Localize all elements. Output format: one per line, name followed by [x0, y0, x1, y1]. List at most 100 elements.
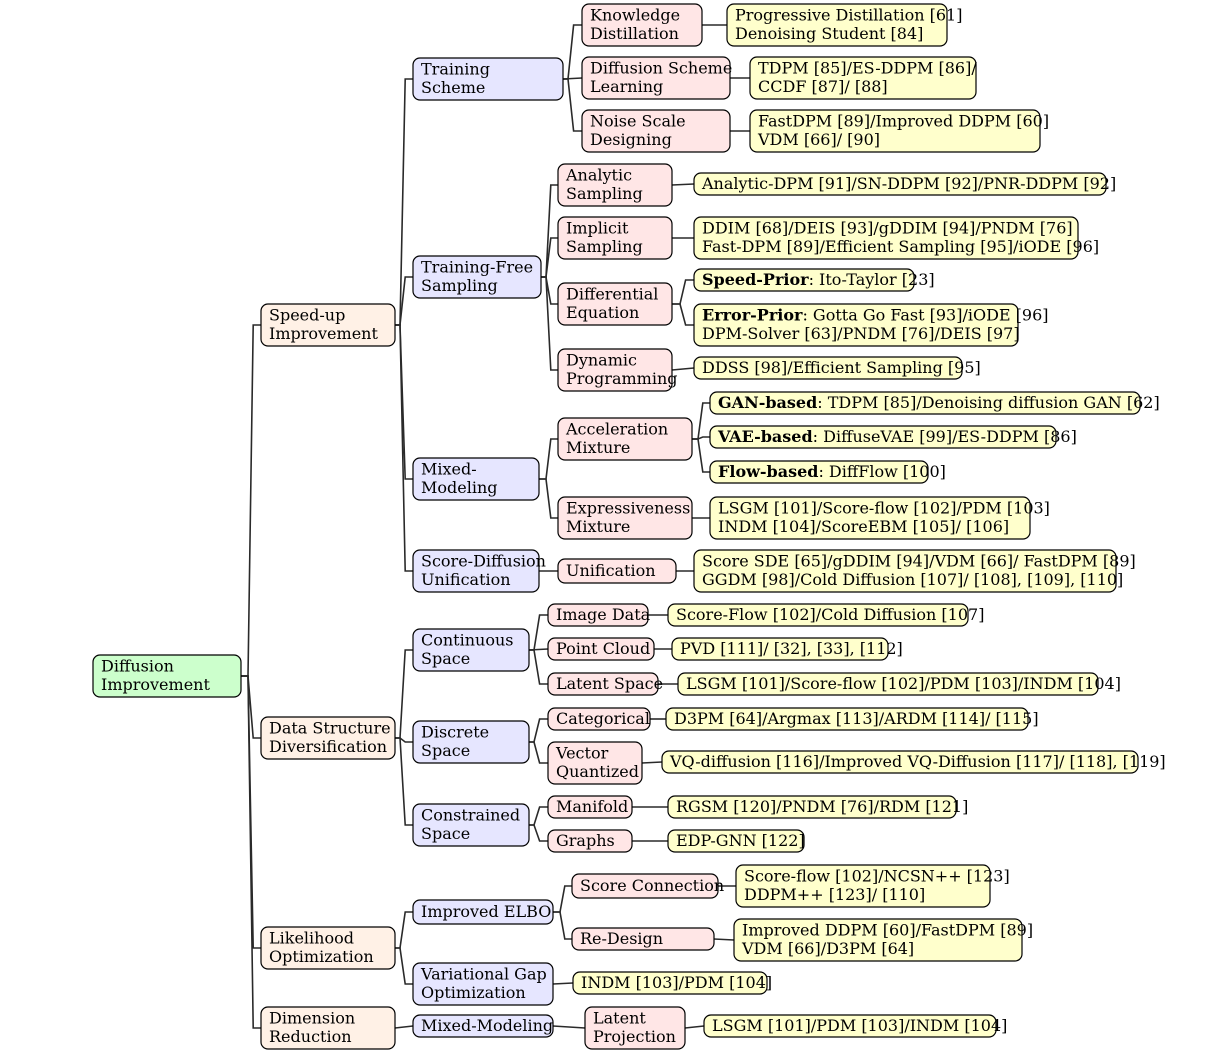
node-label-training-free-1: Sampling	[421, 276, 498, 295]
edge-speedup-to-mixed_modeling_a	[395, 324, 413, 480]
node-box-leaf-graphs	[667, 829, 805, 853]
node-label-constrained-space-1: Space	[421, 824, 470, 843]
node-box-diffusion-scheme	[581, 56, 731, 100]
node-box-datastruct	[260, 716, 396, 760]
node-leaf-redesign: Improved DDPM [60]/FastDPM [89]VDM [66]/…	[733, 918, 1033, 962]
node-box-leaf-latent	[677, 672, 1099, 696]
edge-training_scheme-to-knowledge_distillation	[563, 24, 582, 80]
node-improved-elbo: Improved ELBO	[412, 899, 554, 925]
node-leaf-latent-proj: LSGM [101]/PDM [103]/INDM [104]	[703, 1014, 1007, 1038]
edge-discrete_space-to-categorical	[529, 718, 548, 743]
node-label-speedup-0: Speed-up	[269, 306, 345, 325]
node-label-latent-projection-1: Projection	[593, 1027, 676, 1046]
edge-datastruct-to-continuous_space	[395, 649, 413, 739]
node-box-leaf-speed-prior	[693, 268, 915, 292]
node-box-vector-quantized	[547, 741, 643, 785]
node-leaf-nsd: FastDPM [89]/Improved DDPM [60]VDM [66]/…	[749, 109, 1049, 153]
node-box-noise-scale	[581, 109, 731, 153]
edge-continuous_space-to-latent_space	[529, 649, 548, 685]
node-label-likelihood-1: Optimization	[269, 947, 374, 966]
node-leaf-vae: VAE-based: DiffuseVAE [99]/ES-DDPM [86]	[709, 425, 1077, 449]
node-label-point-cloud-0: Point Cloud	[556, 639, 650, 658]
edge-training_free-to-dynamic_programming	[541, 276, 558, 371]
edge-differential_equation-to-leaf_error_prior	[672, 303, 694, 326]
node-box-leaf-vae	[709, 425, 1057, 449]
node-box-leaf-score-conn	[735, 864, 991, 908]
node-leaf-gan: GAN-based: TDPM [85]/Denoising diffusion…	[709, 391, 1160, 415]
node-point-cloud: Point Cloud	[547, 637, 655, 661]
node-label-leaf-unification-1: GGDM [98]/Cold Diffusion [107]/ [108], […	[702, 570, 1123, 589]
node-box-leaf-gan	[709, 391, 1141, 415]
node-label-noise-scale-0: Noise Scale	[590, 112, 686, 131]
node-box-re-design	[571, 927, 715, 951]
node-box-dynamic-programming	[557, 348, 673, 392]
node-leaf-unification: Score SDE [65]/gDDIM [94]/VDM [66]/ Fast…	[693, 549, 1136, 593]
node-mixed-modeling-b: Mixed-Modeling	[412, 1014, 554, 1038]
node-box-leaf-image	[667, 603, 969, 627]
node-label-leaf-redesign-0: Improved DDPM [60]/FastDPM [89]	[742, 921, 1033, 940]
node-label-image-data-0: Image Data	[556, 605, 651, 624]
node-label-vector-quantized-0: Vector	[555, 744, 609, 763]
edge-dimension-to-mixed_modeling_b	[394, 1025, 414, 1029]
edge-improved_elbo-to-score_connection	[553, 885, 572, 913]
edge-analytic_sampling-to-leaf_analytic	[671, 183, 695, 186]
node-label-leaf-gan-0: GAN-based: TDPM [85]/Denoising diffusion…	[718, 393, 1160, 412]
node-label-noise-scale-1: Designing	[590, 130, 672, 149]
node-label-dimension-0: Dimension	[269, 1009, 355, 1028]
node-box-leaf-analytic	[693, 172, 1107, 196]
node-leaf-point: PVD [111]/ [32], [33], [112]	[671, 637, 903, 661]
node-box-leaf-flow	[709, 460, 929, 484]
node-box-constrained-space	[412, 803, 530, 847]
edge-continuous_space-to-image_data	[529, 614, 548, 651]
node-bold-prefix-leaf-gan: GAN-based	[718, 393, 817, 412]
node-label-improved-elbo-0: Improved ELBO	[421, 902, 551, 921]
node-label-knowledge-distillation-1: Distillation	[590, 24, 679, 43]
edge-constrained_space-to-graphs	[529, 824, 548, 842]
node-label-leaf-vae-0: VAE-based: DiffuseVAE [99]/ES-DDPM [86]	[717, 427, 1077, 446]
node-bold-prefix-leaf-flow: Flow-based	[718, 462, 818, 481]
node-box-categorical	[547, 707, 651, 731]
node-label-leaf-point-0: PVD [111]/ [32], [33], [112]	[680, 639, 903, 658]
node-label-leaf-latent-proj-0: LSGM [101]/PDM [103]/INDM [104]	[712, 1016, 1007, 1035]
node-leaf-vgap: INDM [103]/PDM [104]	[572, 971, 772, 995]
edge-likelihood-to-improved_elbo	[395, 911, 413, 949]
node-label-leaf-score-conn-1: DDPM++ [123]/ [110]	[744, 885, 925, 904]
node-text-leaf-speed-prior-0: : Ito-Taylor [23]	[809, 270, 935, 289]
edge-acceleration_mixture-to-leaf_flow	[692, 438, 710, 473]
edge-training_free-to-implicit_sampling	[541, 237, 558, 278]
node-graphs: Graphs	[547, 829, 633, 853]
node-label-score-diffusion-1: Unification	[421, 570, 511, 589]
node-text-leaf-error-prior-0: : Gotta Go Fast [93]/iODE [96]	[802, 306, 1048, 325]
node-box-score-diffusion	[412, 549, 540, 593]
node-box-mixed-modeling-b	[412, 1014, 554, 1038]
node-label-analytic-sampling-1: Sampling	[566, 184, 643, 203]
node-box-continuous-space	[412, 628, 530, 672]
node-mixed-modeling-a: Mixed-Modeling	[412, 457, 540, 501]
node-label-vector-quantized-1: Quantized	[556, 762, 639, 781]
node-label-mixed-modeling-a-0: Mixed-	[421, 460, 477, 479]
node-label-diffusion-scheme-1: Learning	[590, 77, 663, 96]
node-label-differential-equation-1: Equation	[566, 303, 639, 322]
node-leaf-manifold: RGSM [120]/PNDM [76]/RDM [121]	[667, 795, 968, 819]
edge-root-to-dimension	[241, 675, 261, 1029]
node-leaf-kd: Progressive Distillation [61]Denoising S…	[726, 3, 962, 47]
node-box-root	[92, 654, 242, 698]
node-label-expressiveness-mixture-1: Mixture	[566, 517, 630, 536]
edge-root-to-datastruct	[241, 675, 261, 739]
edge-training_free-to-differential_equation	[541, 276, 558, 305]
node-label-leaf-dsl-0: TDPM [85]/ES-DDPM [86]/	[758, 59, 977, 78]
node-box-acceleration-mixture	[557, 417, 693, 461]
node-bold-prefix-leaf-speed-prior: Speed-Prior	[702, 270, 809, 289]
node-label-root-0: Diffusion	[101, 657, 174, 676]
node-label-manifold-0: Manifold	[556, 797, 628, 816]
node-label-latent-space-0: Latent Space	[556, 674, 663, 693]
node-label-leaf-error-prior-1: DPM-Solver [63]/PNDM [76]/DEIS [97]	[702, 324, 1020, 343]
